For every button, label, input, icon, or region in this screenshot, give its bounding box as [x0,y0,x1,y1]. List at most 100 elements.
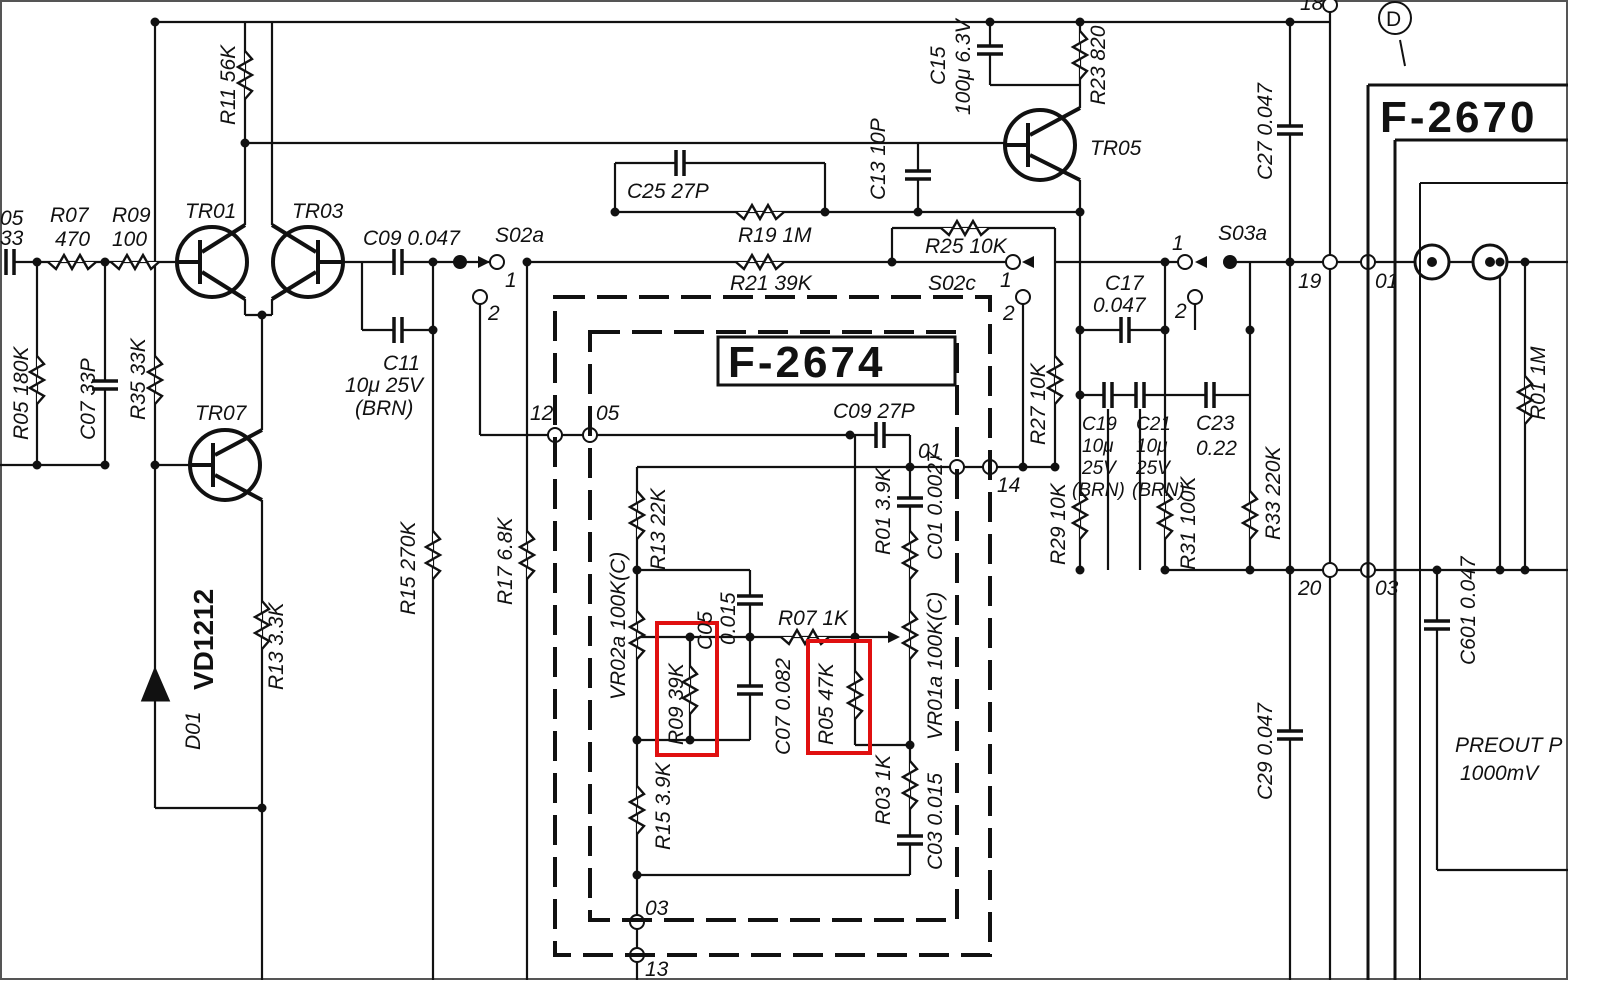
cap-gap [1276,125,1304,135]
resistor-r19 [735,202,785,222]
resistor-r29 [1070,490,1090,540]
terminal-node [472,289,488,305]
highlight-r09 [655,621,719,757]
label-c21: C21 [1136,414,1171,435]
cap-gap [896,835,924,845]
capacitor-left [4,248,16,276]
transistor-tr03 [270,223,345,301]
label: 33 [0,227,24,250]
capacitor-c27 [1276,124,1304,136]
pin-label: 1 [1172,232,1184,255]
junction-dot [1160,325,1170,335]
label-r03-inner: R03 1K [872,754,895,825]
label: 05 [0,207,24,230]
capacitor-c09 [392,248,404,276]
junction-dot [845,430,855,440]
cap-gap [393,248,403,276]
node-label-01: 01 [918,440,941,463]
module-f2670-inner-boundary [1419,182,1568,980]
label-r07: R07 [50,204,90,227]
capacitor-c13 [904,169,932,181]
potentiometer-vr01a [900,610,920,660]
junction-dot [1520,257,1530,267]
connector-d-label: D [1386,8,1401,31]
cap-gap [976,45,1004,55]
terminal-node [1322,254,1338,270]
label-c23-value: 0.22 [1196,437,1237,460]
cap-gap [1103,381,1113,409]
cap-gap [736,595,764,605]
label-c21-value: 10μ [1136,436,1168,457]
connector-d-marker [1378,1,1412,35]
label-c15: C15 [927,46,950,85]
frame-border [0,0,1568,980]
junction-dot [905,740,915,750]
label-d01: D01 [182,711,205,750]
capacitor-c601 [1423,619,1451,631]
capacitor-c23 [1204,381,1216,409]
node-label-01-right: 01 [1375,270,1398,293]
capacitor-c29 [1276,729,1304,741]
junction-dot [257,310,267,320]
terminal-node [489,254,505,270]
label-r11: R11 56K [217,44,240,125]
capacitor-c25 [674,149,686,177]
label-r25: R25 10K [925,235,1008,258]
label-c07-inner: C07 0.082 [772,658,795,755]
transistor-tr01 [175,223,249,301]
label-c21-voltage: 25V [1135,458,1172,479]
resistor-r17 [517,530,537,580]
junction-dot [1075,565,1085,575]
capacitor-c07 [91,379,119,391]
capacitor-c21 [1134,381,1146,409]
label-tr05: TR05 [1090,137,1142,160]
capacitor-c19 [1102,381,1114,409]
junction-dot [1520,565,1530,575]
label-r19: R19 1M [738,224,812,247]
label-r09-inner: R09 39K [665,662,688,745]
cap-gap [1276,730,1304,740]
label-c11-note: (BRN) [355,397,413,420]
label-r01-inner: R01 3.9K [872,466,895,555]
label-tr07: TR07 [195,402,248,425]
resistor-r07-inner [780,627,830,647]
junction-dot [887,257,897,267]
node-label-19: 19 [1298,270,1322,293]
cap-gap [5,248,15,276]
label-c11: C11 [383,352,420,375]
junction-dot [913,207,923,217]
label-s03a: S03a [1218,222,1267,245]
resistor-r15 [423,530,443,580]
junction-dot [1050,462,1060,472]
junction-dot [1285,565,1295,575]
coax-center [1427,257,1437,267]
label-c19-note: (BRN) [1072,480,1125,501]
label-r09: R09 [112,204,151,227]
cap-gap [91,380,119,390]
label-r01-right: R01 1M [1527,346,1550,420]
label-c05-value: 0.015 [717,592,740,645]
label-r21: R21 39K [730,272,813,295]
capacitor-c03-inner [896,834,924,846]
junction-dot [100,257,110,267]
coax-center [1485,257,1495,267]
components [4,30,1535,846]
junction-dot [1160,565,1170,575]
resistor-r01-inner [900,530,920,580]
label-vd1212: VD1212 [188,589,219,690]
node-label-03-right: 03 [1375,577,1399,600]
resistor-r13 [252,600,272,650]
label-c17: C17 [1105,272,1145,295]
switch-arrow-icon [478,256,490,268]
resistor-r05 [27,355,47,405]
label-tr01: TR01 [185,200,236,223]
module-f2670-boundary [1366,83,1568,980]
cap-gap [904,170,932,180]
junction-dot [1245,325,1255,335]
node-label-14: 14 [997,474,1020,497]
junctions [32,0,1530,963]
capacitor-c15 [976,44,1004,56]
junction-dot [150,17,160,27]
label-c23: C23 [1196,412,1235,435]
